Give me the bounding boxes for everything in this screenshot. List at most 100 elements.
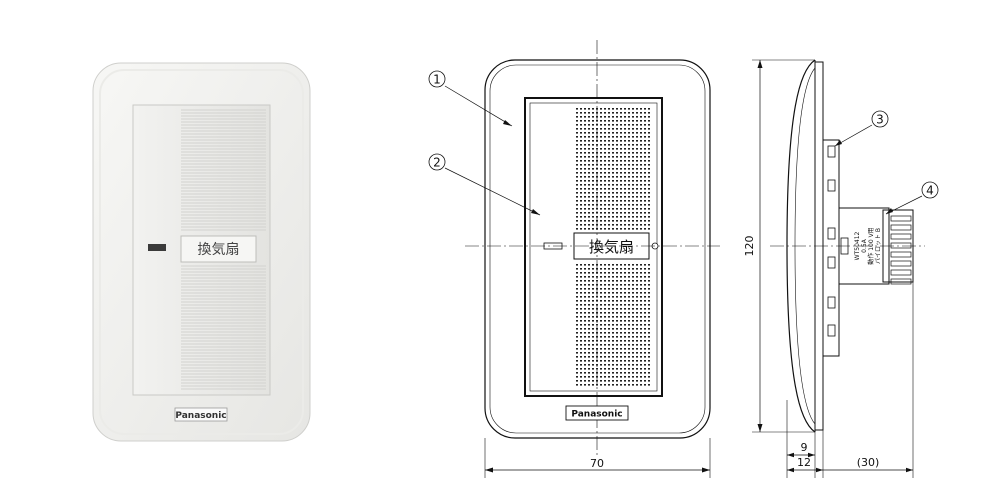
front-grille-dot xyxy=(580,220,582,222)
side-terminal-rib xyxy=(890,260,912,267)
front-grille-dot xyxy=(584,280,586,282)
front-grille-dot xyxy=(640,160,642,162)
front-grille-dot xyxy=(588,160,590,162)
front-grille-dot xyxy=(624,320,626,322)
front-grille-dot xyxy=(616,372,618,374)
front-grille-dot xyxy=(596,320,598,322)
front-grille-dot xyxy=(576,160,578,162)
front-grille-dot xyxy=(616,208,618,210)
front-grille-dot xyxy=(644,152,646,154)
front-grille-dot xyxy=(640,116,642,118)
front-grille-dot xyxy=(616,204,618,206)
front-grille-dot xyxy=(584,200,586,202)
front-grille-dot xyxy=(636,112,638,114)
front-grille-dot xyxy=(608,112,610,114)
front-grille-dot xyxy=(596,324,598,326)
front-grille-dot xyxy=(612,288,614,290)
front-grille-dot xyxy=(580,188,582,190)
front-grille-dot xyxy=(612,324,614,326)
front-grille-dot xyxy=(644,132,646,134)
front-grille-dot xyxy=(624,164,626,166)
front-grille-dot xyxy=(644,196,646,198)
front-grille-dot xyxy=(608,280,610,282)
front-grille-dot xyxy=(628,172,630,174)
front-grille-dot xyxy=(648,184,650,186)
front-grille-dot xyxy=(576,168,578,170)
front-grille-dot xyxy=(580,112,582,114)
front-grille-dot xyxy=(640,284,642,286)
front-grille-dot xyxy=(592,384,594,386)
front-grille-dot xyxy=(620,176,622,178)
front-grille-dot xyxy=(620,168,622,170)
front-grille-dot xyxy=(584,208,586,210)
front-grille-dot xyxy=(616,332,618,334)
front-grille-dot xyxy=(612,128,614,130)
front-grille-dot xyxy=(588,108,590,110)
front-grille-dot xyxy=(604,316,606,318)
front-grille-dot xyxy=(648,228,650,230)
front-grille-dot xyxy=(588,368,590,370)
front-grille-dot xyxy=(588,264,590,266)
front-grille-dot xyxy=(644,380,646,382)
front-grille-dot xyxy=(644,204,646,206)
front-grille-dot xyxy=(576,300,578,302)
front-grille-dot xyxy=(612,220,614,222)
front-grille-dot xyxy=(648,108,650,110)
front-grille-dot xyxy=(592,300,594,302)
front-grille-dot xyxy=(636,132,638,134)
front-grille-dot xyxy=(588,372,590,374)
front-grille-dot xyxy=(604,220,606,222)
front-grille-dot xyxy=(648,200,650,202)
front-grille-dot xyxy=(636,356,638,358)
front-grille-dot xyxy=(632,208,634,210)
front-grille-dot xyxy=(576,184,578,186)
front-grille-dot xyxy=(628,228,630,230)
front-grille-dot xyxy=(640,352,642,354)
front-grille-dot xyxy=(640,296,642,298)
front-grille-dot xyxy=(600,208,602,210)
front-plate-outline xyxy=(484,59,711,439)
front-grille-dot xyxy=(620,352,622,354)
front-grille-dot xyxy=(600,140,602,142)
front-grille-dot xyxy=(612,352,614,354)
front-grille-dot xyxy=(584,116,586,118)
front-grille-dot xyxy=(600,384,602,386)
front-grille-dot xyxy=(576,308,578,310)
front-grille-dot xyxy=(640,176,642,178)
front-grille-dot xyxy=(628,264,630,266)
front-grille-dot xyxy=(616,108,618,110)
front-grille-dot xyxy=(632,276,634,278)
front-grille-dot xyxy=(608,212,610,214)
front-grille-dot xyxy=(616,152,618,154)
front-grille-dot xyxy=(592,380,594,382)
front-grille-dot xyxy=(636,128,638,130)
front-grille-dot xyxy=(612,136,614,138)
front-grille-dot xyxy=(600,288,602,290)
front-grille-dot xyxy=(608,192,610,194)
front-grille-dot xyxy=(620,148,622,150)
front-grille-dot xyxy=(608,372,610,374)
front-grille-dot xyxy=(616,324,618,326)
front-grille-dot xyxy=(608,148,610,150)
front-grille-dot xyxy=(644,288,646,290)
front-grille-dot xyxy=(588,288,590,290)
front-grille-dot xyxy=(616,364,618,366)
front-grille-dot xyxy=(624,228,626,230)
front-grille-dot xyxy=(628,328,630,330)
front-grille-dot xyxy=(628,300,630,302)
front-grille-dot xyxy=(640,200,642,202)
front-grille-dot xyxy=(604,380,606,382)
front-grille-dot xyxy=(620,340,622,342)
side-dim-arrow-top xyxy=(757,60,763,68)
front-grille-dot xyxy=(620,348,622,350)
front-grille-dot xyxy=(612,132,614,134)
front-grille-dot xyxy=(644,124,646,126)
front-grille-dot xyxy=(604,152,606,154)
front-grille-dot xyxy=(612,340,614,342)
front-grille-dot xyxy=(624,168,626,170)
front-grille-dot xyxy=(592,168,594,170)
front-grille-dot xyxy=(632,212,634,214)
front-grille-dot xyxy=(624,352,626,354)
front-grille-dot xyxy=(612,196,614,198)
front-grille-dot xyxy=(636,192,638,194)
